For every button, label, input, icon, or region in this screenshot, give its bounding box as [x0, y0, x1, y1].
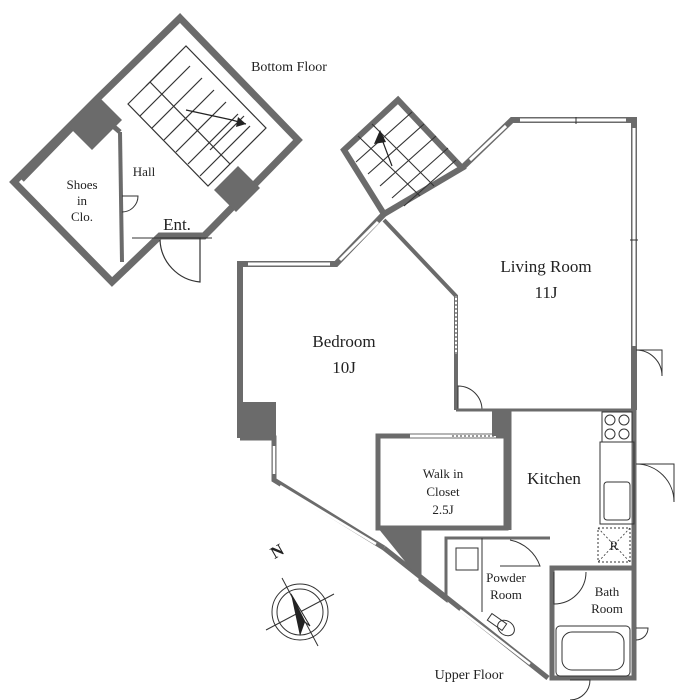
powder-room-label-1: Powder	[486, 570, 526, 585]
living-window-diag	[468, 124, 508, 162]
entrance-door-swing	[159, 237, 201, 283]
bottom-closet-wall	[118, 131, 124, 263]
fridge-box	[597, 527, 631, 563]
upper-floor-plan	[237, 95, 675, 700]
bath-room-label-1: Bath	[595, 584, 620, 599]
bath-door-swing	[553, 571, 587, 605]
bottom-column-left	[68, 96, 122, 150]
bedroom-window-diag	[338, 220, 380, 262]
bottom-staircase	[127, 45, 267, 187]
compass	[265, 577, 335, 647]
lower-wall-dark	[378, 528, 420, 580]
kitchen-counter	[599, 441, 635, 525]
bedroom-column	[238, 402, 276, 438]
kitchen-door-swing	[635, 463, 675, 503]
bath-bottom-door	[569, 679, 591, 700]
shoes-closet-label-1: Shoes	[66, 177, 97, 192]
powder-room-walls	[418, 528, 550, 604]
living-door-swing	[635, 349, 663, 377]
bath-room-label-2: Room	[591, 601, 623, 616]
closet-door-swing	[121, 195, 139, 213]
fridge-label: R	[610, 538, 619, 553]
walk-in-closet-label-2: Closet	[426, 484, 460, 499]
kitchen-sink	[603, 481, 631, 521]
bottom-column-right	[214, 166, 260, 212]
bedroom-size: 10J	[332, 358, 356, 377]
upper-stair-arrowhead	[374, 130, 386, 144]
bottom-floor-label: Bottom Floor	[251, 60, 327, 75]
bottom-floor-plan	[9, 13, 303, 287]
bath-room-box	[549, 565, 637, 681]
powder-sink	[455, 547, 479, 571]
bedroom-window-lower	[279, 484, 377, 546]
living-room-label: Living Room	[500, 257, 591, 276]
shoes-closet-label-2: in	[77, 193, 88, 208]
lower-window	[459, 609, 531, 665]
living-room-size: 11J	[535, 283, 558, 302]
kitchen-stove	[601, 411, 633, 443]
bedroom-living-partition	[382, 218, 458, 410]
bottom-floor-outline	[9, 13, 303, 287]
hall-column	[492, 410, 510, 436]
powder-door-swing	[500, 539, 541, 567]
bath-side-door	[635, 627, 649, 641]
upper-floor-label: Upper Floor	[435, 668, 504, 683]
bedroom-lower-wall	[240, 435, 386, 551]
toilet	[486, 612, 515, 637]
powder-room-label-2: Room	[490, 587, 522, 602]
bottom-stair-arrowhead	[236, 117, 246, 127]
compass-north-label: N	[267, 540, 288, 563]
bathtub	[555, 625, 631, 677]
hall-label: Hall	[133, 164, 156, 179]
bathtub-inner	[561, 631, 625, 671]
entrance-label: Ent.	[163, 215, 191, 234]
bedroom-label: Bedroom	[312, 332, 375, 351]
walk-in-closet-label-1: Walk in	[423, 466, 464, 481]
walk-in-closet-size: 2.5J	[432, 502, 453, 517]
shoes-closet-label-3: Clo.	[71, 209, 93, 224]
kitchen-label: Kitchen	[527, 469, 581, 488]
bedroom-door-swing	[457, 385, 483, 411]
upper-staircase	[340, 95, 467, 219]
